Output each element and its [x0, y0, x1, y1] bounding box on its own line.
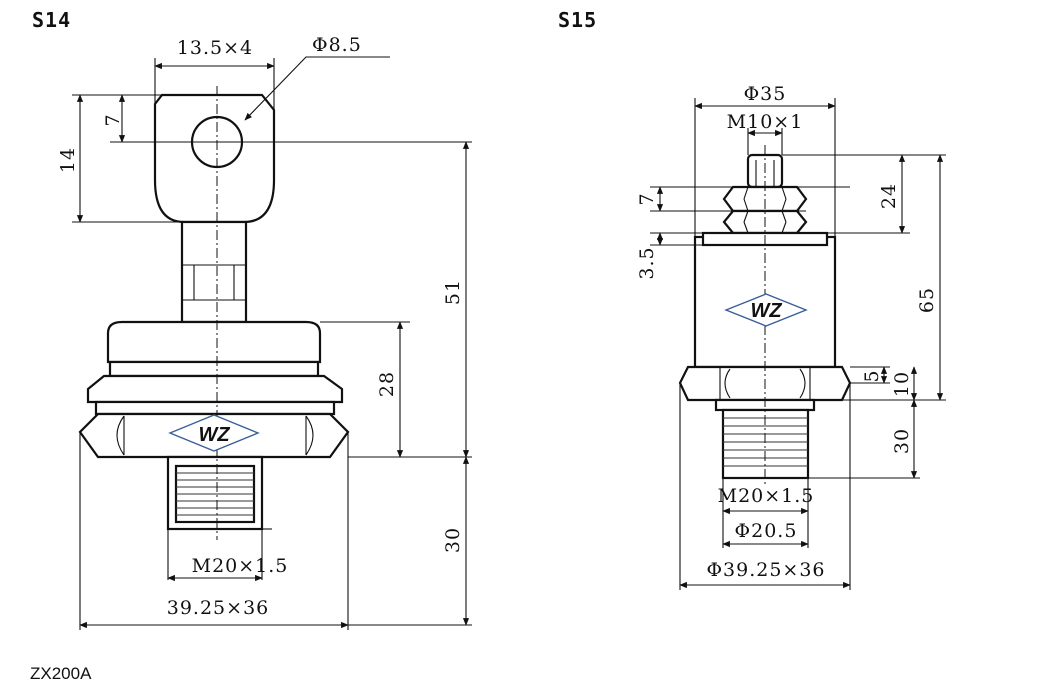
s15-dim-5: 5: [861, 369, 883, 382]
s15-dim-thread: M20×1.5: [718, 485, 815, 507]
s15-dim-10: 10: [891, 371, 913, 397]
s14-flange: [86, 374, 344, 404]
s15-wz-logo: WZ: [724, 293, 808, 327]
s15-logo-text: WZ: [750, 300, 782, 322]
s14-dim-14: 14: [57, 147, 79, 173]
s15-dim-3-5: 3.5: [636, 246, 658, 279]
s15-dim-7: 7: [636, 192, 658, 205]
s14-dim-top-width: 13.5×4: [177, 37, 253, 59]
s15-drawing: S15: [558, 8, 946, 590]
s14-dim-7: 7: [102, 113, 124, 126]
s14-dim-hole: Φ8.5: [312, 34, 362, 56]
s15-dim-65: 65: [916, 287, 938, 313]
s14-caption: S14: [32, 8, 71, 32]
s15-dim-hex: Φ39.25×36: [706, 559, 825, 581]
model-label: ZX200A: [30, 664, 92, 683]
s14-dim-thread: M20×1.5: [192, 555, 289, 577]
s14-logo-text: WZ: [198, 424, 230, 446]
s14-dim-51: 51: [442, 279, 464, 305]
s15-caption: S15: [558, 8, 597, 32]
s14-drawing: S14: [32, 8, 472, 630]
s14-cap: [106, 320, 322, 364]
s14-stem: [180, 220, 248, 324]
s14-dim-hex: 39.25×36: [167, 597, 270, 619]
s14-wz-logo: WZ: [168, 414, 260, 452]
s15-dim-stud: M10×1: [727, 111, 804, 133]
s14-dim-30: 30: [442, 527, 464, 553]
s15-dim-dia35: Φ35: [744, 83, 787, 105]
s14-dim-28: 28: [376, 371, 398, 397]
s15-dim-30: 30: [891, 428, 913, 454]
s15-dim-24: 24: [878, 183, 900, 209]
s15-dim-dia20-5: Φ20.5: [735, 520, 798, 542]
